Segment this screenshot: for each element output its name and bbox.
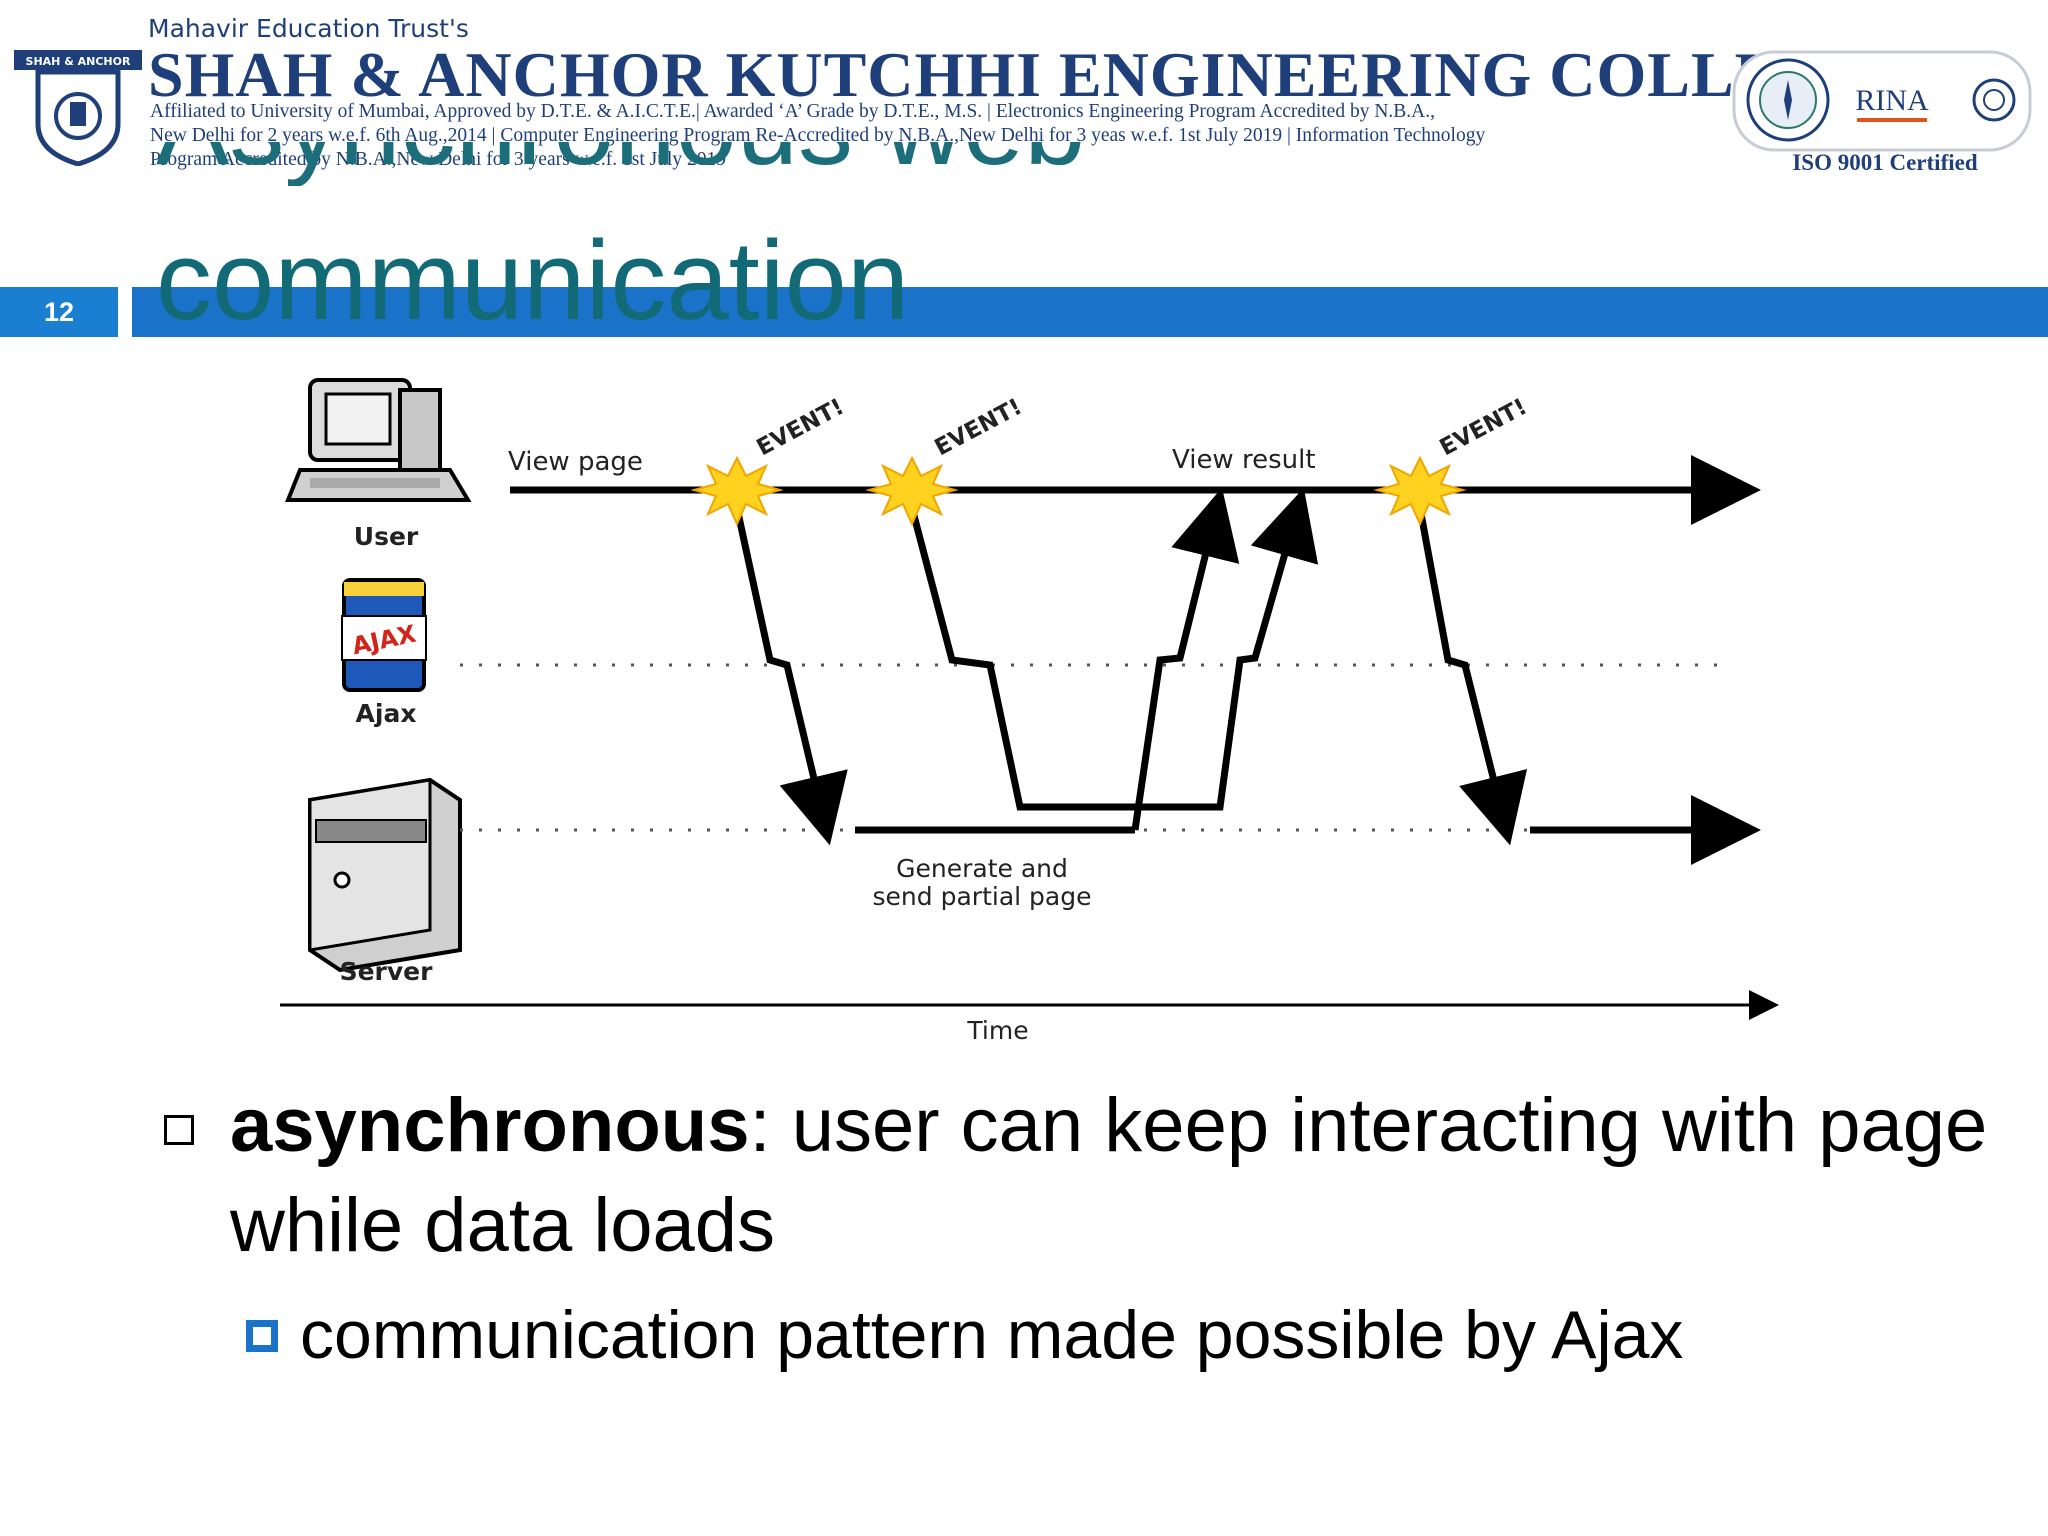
generate-label-line2: send partial page xyxy=(873,882,1092,911)
college-header: SHAH & ANCHOR Mahavir Education Trust's … xyxy=(0,0,2048,190)
slide-number-bar xyxy=(0,287,118,337)
view-result-label: View result xyxy=(1172,445,1316,475)
trust-name: Mahavir Education Trust's xyxy=(148,14,469,43)
svg-text:EVENT!: EVENT! xyxy=(931,394,1027,461)
svg-text:SHAH & ANCHOR: SHAH & ANCHOR xyxy=(26,55,131,68)
slide-title-line1: Asynchronous web xyxy=(156,142,1085,186)
user-computer-icon xyxy=(285,378,472,502)
slide-number: 12 xyxy=(43,297,75,327)
ajax-can-icon: AJAX xyxy=(341,578,427,692)
actor-user-label: User xyxy=(354,522,419,551)
svg-text:RINA: RINA xyxy=(1855,84,1929,117)
svg-text:EVENT!: EVENT! xyxy=(1436,394,1532,461)
view-page-label: View page xyxy=(508,447,643,477)
slide-title-line2: communication xyxy=(156,218,910,343)
actor-server-label: Server xyxy=(340,957,434,986)
event-burst-2: EVENT! xyxy=(865,394,1027,527)
iso-certified-label: ISO 9001 Certified xyxy=(1792,150,1978,175)
iso-badge-icon: RINA xyxy=(1732,50,2032,152)
time-label: Time xyxy=(966,1016,1028,1045)
async-communication-diagram: User AJAX Ajax Server View page View res… xyxy=(280,378,1779,1045)
request-paths xyxy=(733,487,1528,846)
bullet-asynchronous: asynchronous: user can keep interacting … xyxy=(230,1083,1988,1268)
sub-bullet-square-icon xyxy=(246,1320,278,1352)
bullet-square-icon xyxy=(164,1115,194,1145)
college-name: SHAH & ANCHOR KUTCHHI ENGINEERING COLLEG… xyxy=(148,39,1873,110)
svg-text:EVENT!: EVENT! xyxy=(753,394,849,461)
sub-bullet-ajax: communication pattern made possible by A… xyxy=(300,1297,1684,1373)
affiliation-text: Affiliated to University of Mumbai, Appr… xyxy=(150,101,1486,170)
actor-ajax-label: Ajax xyxy=(356,699,417,728)
server-icon xyxy=(308,777,462,973)
college-logo-icon: SHAH & ANCHOR xyxy=(14,50,142,166)
title-bar xyxy=(132,287,2048,337)
generate-label-line1: Generate and xyxy=(896,854,1068,883)
event-burst-3: EVENT! xyxy=(1373,394,1532,527)
event-burst-1: EVENT! xyxy=(690,394,849,527)
